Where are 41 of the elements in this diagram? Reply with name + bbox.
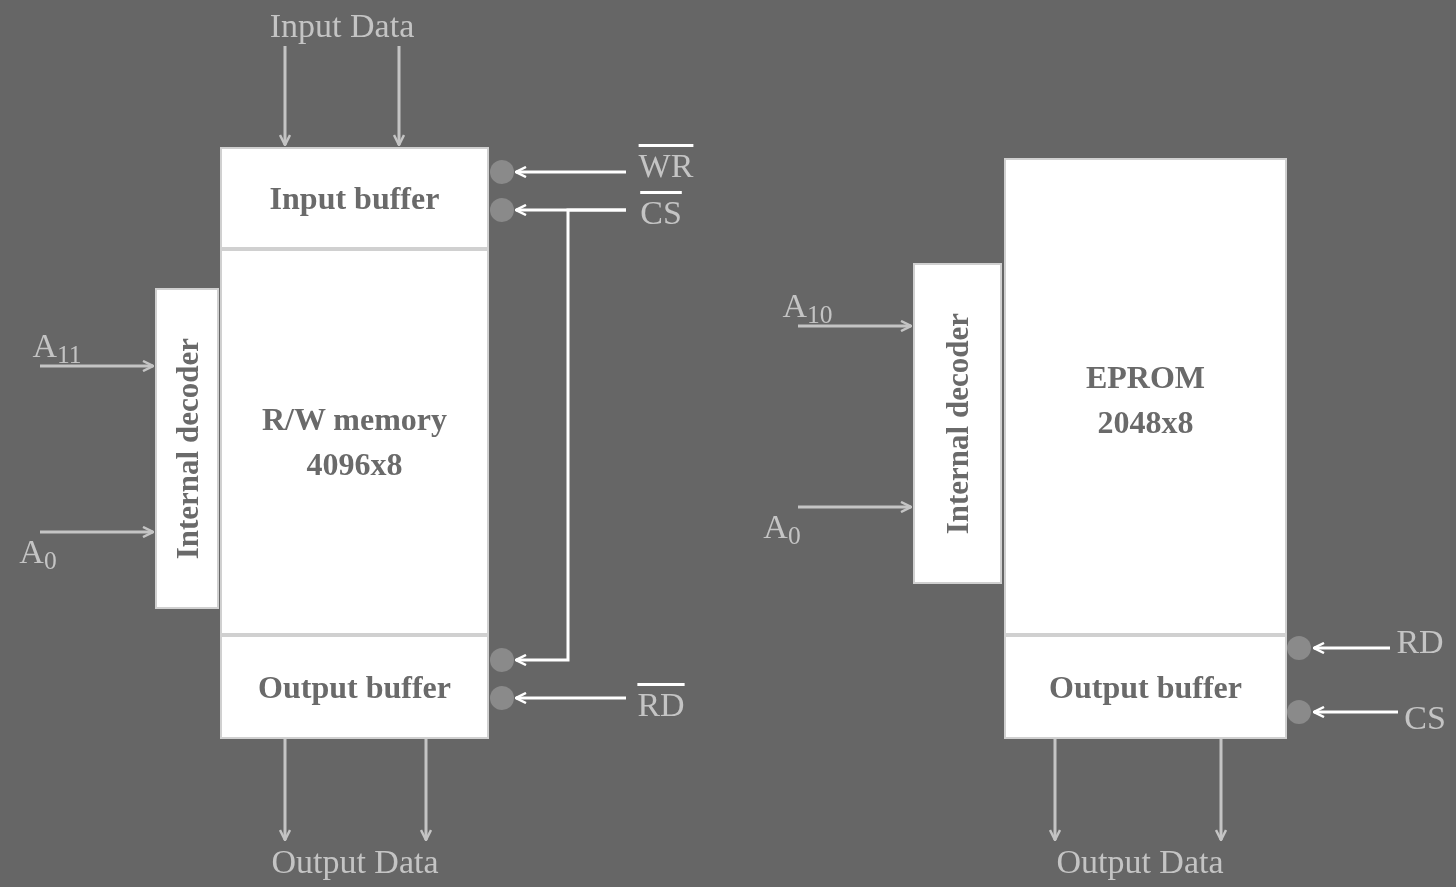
arrow: [1312, 641, 1390, 655]
signal-label: RD: [1390, 622, 1450, 662]
arrow: [392, 46, 406, 147]
arrow: [278, 46, 292, 147]
signal-label: A$_{10}$: [770, 286, 845, 326]
box-label: EPROM 2048x8: [1084, 358, 1207, 442]
arrow: [40, 525, 155, 539]
arrow: [1048, 739, 1062, 842]
arrow: [40, 359, 155, 373]
box-label: Internal decoder: [942, 312, 973, 535]
arrow: [1214, 739, 1228, 842]
arrow: [278, 739, 292, 842]
signal-label: A$_{11}$: [22, 326, 92, 366]
box-label: Internal decoder: [171, 337, 203, 560]
signal-label: Output Data: [250, 842, 460, 882]
signal-label: CS: [1398, 698, 1452, 738]
decoder-box: [155, 288, 219, 609]
memory-block: [220, 635, 489, 739]
arrow: [798, 319, 913, 333]
arrow: [514, 208, 626, 667]
arrow: [798, 500, 913, 514]
box-label: R/W memory 4096x8: [260, 400, 449, 484]
signal-label: CS: [626, 192, 696, 234]
decoder-box: [913, 263, 1002, 584]
memory-block: [220, 249, 489, 635]
arrow: [514, 691, 626, 705]
signal-label: RD: [626, 684, 696, 726]
box-label: Output buffer: [258, 667, 451, 707]
box-label: Input buffer: [269, 178, 440, 218]
signal-label: WR: [626, 145, 706, 187]
box-label: Output buffer: [1049, 667, 1242, 707]
memory-block: [220, 147, 489, 249]
arrow: [1312, 705, 1398, 719]
signal-label: A$_{0}$: [8, 532, 68, 572]
memory-block: [1004, 158, 1287, 635]
signal-label: Output Data: [1035, 842, 1245, 882]
signal-label: A$_{0}$: [752, 507, 812, 547]
memory-block: [1004, 635, 1287, 739]
arrow: [514, 165, 626, 179]
signal-label: Input Data: [250, 6, 434, 46]
arrow: [419, 739, 433, 842]
